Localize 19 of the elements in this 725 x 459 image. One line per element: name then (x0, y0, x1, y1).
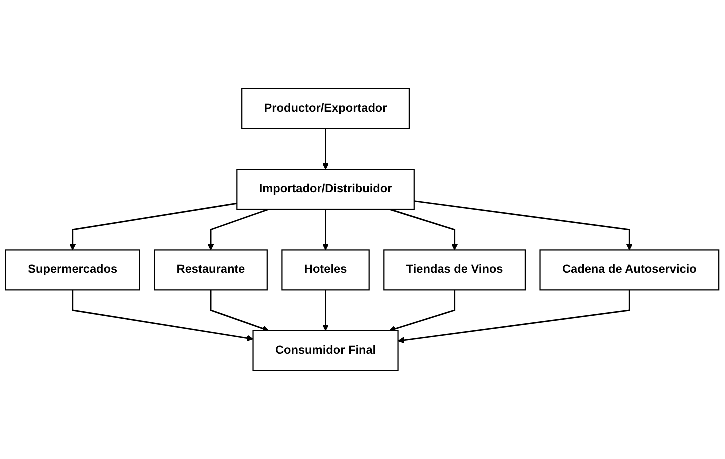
node-box: Supermercados (5, 249, 140, 290)
node-box: Consumidor Final (252, 330, 399, 371)
node-box: Tiendas de Vinos (384, 249, 526, 290)
node-box: Restaurante (154, 249, 268, 290)
node-box: Hoteles (282, 249, 370, 290)
arrow (389, 290, 456, 332)
arrow (70, 202, 238, 250)
arrow (322, 128, 330, 170)
arrow (208, 208, 270, 250)
arrow (389, 208, 458, 250)
arrow (72, 290, 254, 342)
arrow (322, 290, 330, 331)
node-box: Importador/Distribuidor (236, 168, 415, 210)
arrow (414, 200, 633, 250)
arrow (398, 290, 630, 344)
arrow (210, 290, 270, 332)
node-box: Cadena de Autoservicio (540, 249, 720, 290)
arrow (322, 209, 330, 250)
node-box: Productor/Exportador (242, 88, 410, 130)
